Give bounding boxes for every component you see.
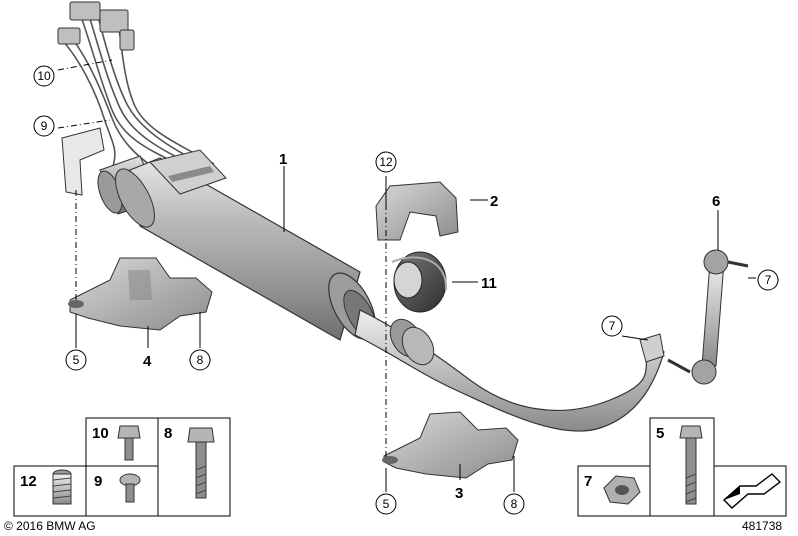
lower-bracket [383, 411, 519, 479]
box-label-10: 10 [92, 425, 109, 442]
bolt-8-icon [187, 427, 215, 499]
pendulum-link [667, 249, 749, 385]
leader-lines [75, 166, 756, 492]
orientation-arrow-icon [722, 473, 782, 509]
callout-8-left: 8 [189, 349, 211, 371]
callout-9-text: 9 [41, 119, 48, 133]
assembly-lines [57, 59, 387, 460]
callout-7-right-text: 7 [765, 273, 772, 287]
box-label-5: 5 [656, 425, 664, 442]
label-part-1: 1 [279, 151, 287, 168]
fastener-box-right: 5 7 [577, 417, 787, 517]
harness-bracket [61, 127, 105, 196]
callout-5-left: 5 [65, 349, 87, 371]
callout-10-text: 10 [37, 69, 51, 83]
callout-8-bottom-text: 8 [511, 497, 518, 511]
screw-9-icon [119, 473, 141, 503]
threaded-insert-12-icon [52, 469, 72, 505]
bar-bushing [389, 318, 435, 366]
callout-9: 9 [33, 115, 55, 137]
rubber-mount [391, 251, 448, 313]
callout-7-mid: 7 [601, 315, 623, 337]
label-part-6: 6 [712, 193, 720, 210]
box-label-7: 7 [584, 473, 592, 490]
harness-connectors [57, 1, 135, 51]
bar-end [639, 333, 665, 363]
callout-8-bottom: 8 [503, 493, 525, 515]
nut-7-icon [603, 475, 641, 505]
callout-5-bottom: 5 [375, 493, 397, 515]
diagram-number: 481738 [742, 519, 782, 533]
callout-10: 10 [33, 65, 55, 87]
bolt-5-icon [679, 425, 703, 505]
callout-5-bottom-text: 5 [383, 497, 390, 511]
box-label-9: 9 [94, 473, 102, 490]
fastener-box-left: 10 8 12 9 [13, 417, 231, 517]
box-label-12: 12 [20, 473, 37, 490]
callout-5-left-text: 5 [73, 353, 80, 367]
callout-12: 12 [375, 151, 397, 173]
label-part-3: 3 [455, 485, 463, 502]
callout-7-mid-text: 7 [609, 319, 616, 333]
label-part-2: 2 [490, 193, 498, 210]
label-part-11: 11 [481, 275, 497, 292]
box-label-8: 8 [164, 425, 172, 442]
bearing-cap [375, 181, 459, 241]
copyright-text: © 2016 BMW AG [4, 519, 96, 533]
callout-7-right: 7 [757, 269, 779, 291]
callout-12-text: 12 [379, 155, 393, 169]
label-part-4: 4 [143, 353, 152, 370]
bolt-10-icon [117, 425, 141, 461]
callout-8-left-text: 8 [197, 353, 204, 367]
